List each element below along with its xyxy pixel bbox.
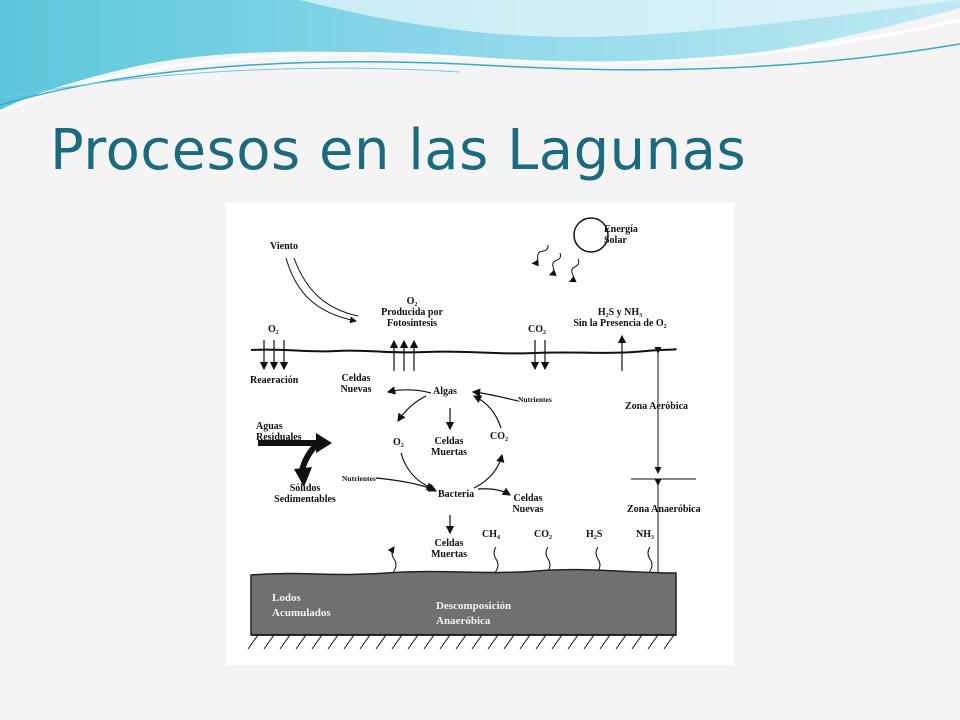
wastewater-arrow <box>258 433 332 487</box>
slide-title: Procesos en las Lagunas <box>50 118 747 183</box>
reaeration-arrows <box>259 340 289 371</box>
label-aerobic-zone: Zona Aeróbica <box>625 401 689 412</box>
label-co2-surface: CO₂ <box>528 324 546 335</box>
label-algae: Algas <box>433 386 457 397</box>
diagram-drawing <box>247 217 696 650</box>
label-bacteria: Bacteria <box>438 489 475 500</box>
co2-surface-arrows <box>530 340 550 371</box>
header-wave-decoration <box>0 0 960 114</box>
label-gas-co2: CO₂ <box>534 529 552 540</box>
label-gas-ch4: CH₄ <box>482 529 500 540</box>
cycle-arrows <box>375 386 519 535</box>
water-surface-line <box>250 348 677 355</box>
sun-icon <box>573 217 609 253</box>
label-gas-nh3: NH₃ <box>636 529 654 540</box>
ground-hatching <box>247 634 675 650</box>
label-o2-surface: O₂ <box>268 324 279 335</box>
sun-rays <box>531 244 580 283</box>
label-anaerobic-zone: Zona Anaeróbica <box>627 504 701 515</box>
label-co2-cycle: CO₂ <box>490 431 508 442</box>
wind-arrows <box>285 257 359 324</box>
label-o2-cycle: O₂ <box>393 437 404 448</box>
label-reaeration: Reaeración <box>250 375 299 386</box>
label-wind: Viento <box>270 241 298 252</box>
photosynthesis-arrows <box>389 339 419 371</box>
label-nutrients-right: Nutrientes <box>518 395 552 404</box>
label-nutrients-left: Nutrientes <box>342 474 376 483</box>
label-gas-h2s: H₂S <box>586 529 603 540</box>
sludge-layer <box>250 568 677 636</box>
